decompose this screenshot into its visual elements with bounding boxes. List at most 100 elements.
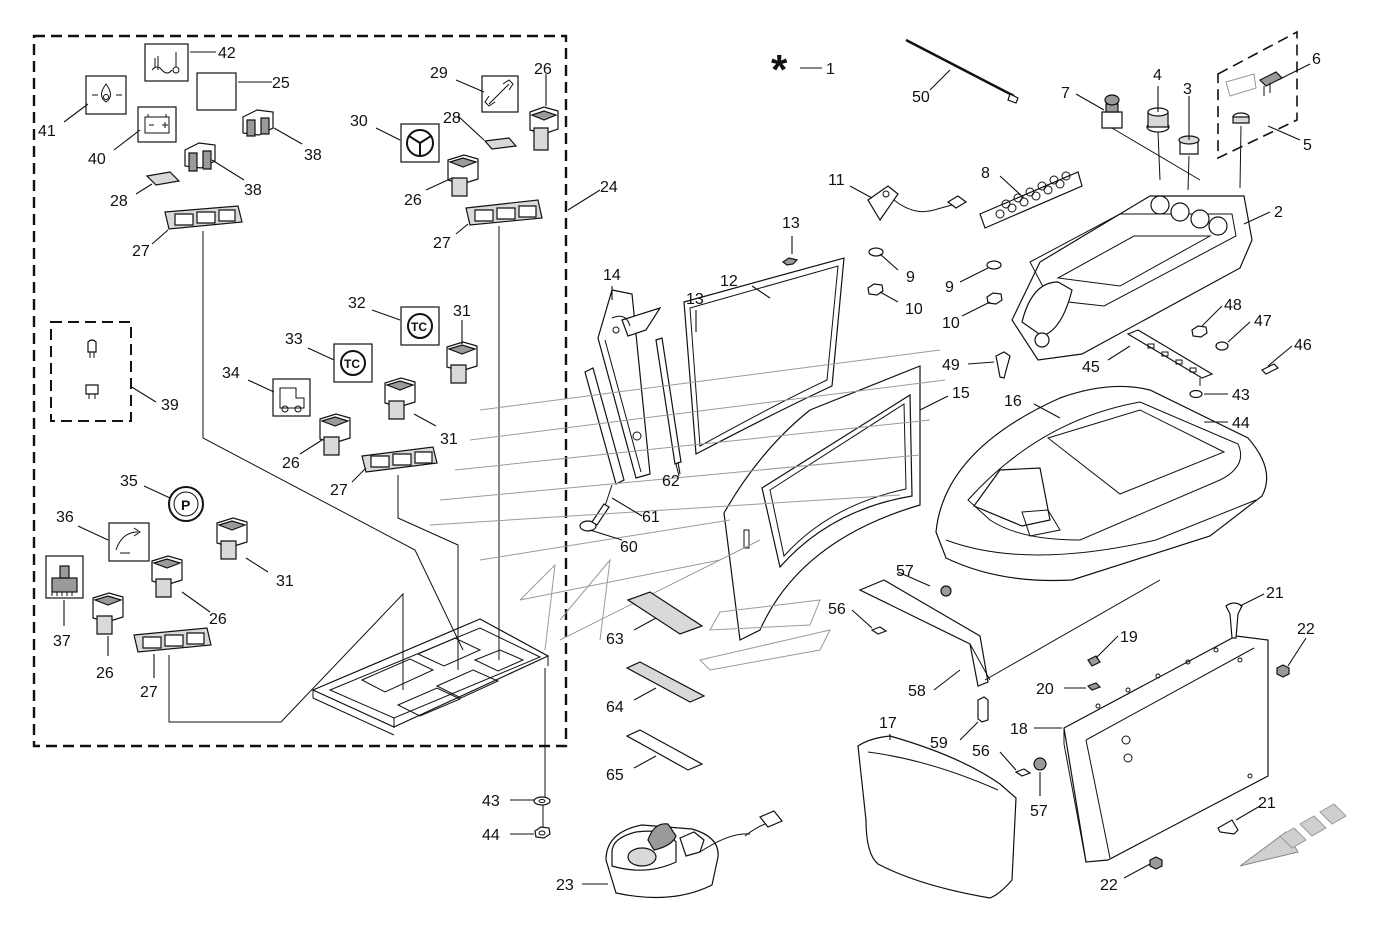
- washer-9a: [868, 247, 884, 257]
- callout-56b: 56: [972, 743, 990, 760]
- screw-56a: [870, 626, 888, 635]
- switch-panel-8: [979, 171, 1083, 229]
- traction-control-off-icon: TC: [333, 343, 373, 383]
- callout-5: 5: [1303, 137, 1312, 154]
- callout-26d: 26: [209, 611, 227, 628]
- callout-26c: 26: [282, 455, 300, 472]
- callout-17: 17: [879, 715, 897, 732]
- console-housing-2: [1011, 195, 1253, 361]
- callout-31c: 31: [276, 573, 294, 590]
- callout-28b: 28: [443, 110, 461, 127]
- relay-icon: [85, 384, 99, 399]
- rocker-switch-26a: [529, 106, 559, 151]
- callout-14: 14: [603, 267, 621, 284]
- side-panel-18: [1063, 635, 1269, 863]
- nut-44a: [534, 826, 551, 839]
- callout-23: 23: [556, 877, 574, 894]
- switch-frame-27c: [361, 446, 438, 473]
- wrench-icon: [481, 75, 519, 113]
- leader-frame-27c-to-panel: [397, 475, 459, 670]
- callout-24: 24: [600, 179, 618, 196]
- callout-4: 4: [1153, 67, 1162, 84]
- callout-22b: 22: [1100, 877, 1118, 894]
- washer-43a: [533, 796, 551, 806]
- rocker-switch-26b: [447, 154, 479, 197]
- callout-26b: 26: [404, 192, 422, 209]
- switch-frame-27a: [164, 205, 243, 230]
- window-panel-12: [683, 257, 845, 455]
- callout-27b: 27: [433, 235, 451, 252]
- callout-21a: 21: [1266, 585, 1284, 602]
- parking-brake-symbol-label: P: [181, 497, 190, 513]
- callout-58: 58: [908, 683, 926, 700]
- tc-symbol-label: TC: [411, 320, 427, 334]
- key-switch-7: [1101, 94, 1123, 129]
- screw-56b: [1014, 768, 1032, 777]
- ignition-key-6: [1232, 71, 1284, 124]
- callout-26e: 26: [96, 665, 114, 682]
- callout-3: 3: [1183, 81, 1192, 98]
- switch-frame-27b: [465, 199, 543, 226]
- reference-outlines: [429, 349, 946, 671]
- leader-frame-27a-to-panel: [202, 231, 464, 651]
- small-label-28b: [483, 137, 518, 150]
- callout-44b: 44: [1232, 415, 1250, 432]
- callout-50: 50: [912, 89, 930, 106]
- callout-29: 29: [430, 65, 448, 82]
- coolant-temperature-icon: [144, 43, 189, 82]
- nut-48: [1191, 325, 1208, 338]
- rocker-switch-26c: [319, 413, 351, 456]
- front-direction-arrow-icon: [1239, 803, 1347, 867]
- rotary-knob-4: [1146, 107, 1170, 133]
- attachment-icon: [272, 378, 311, 417]
- foam-pad-63: [626, 591, 704, 635]
- callout-49: 49: [942, 357, 960, 374]
- bolt-46: [1260, 363, 1280, 375]
- callout-1: 1: [826, 61, 835, 78]
- callout-60: 60: [620, 539, 638, 556]
- callout-65: 65: [606, 767, 624, 784]
- leader-58-to-16: [984, 579, 1161, 681]
- nut-10a: [867, 283, 884, 296]
- nut-22a: [1276, 664, 1290, 678]
- screw-19: [1087, 655, 1101, 667]
- callout-8: 8: [981, 165, 990, 182]
- callout-9a: 9: [906, 269, 915, 286]
- switch-frame-27d: [133, 627, 212, 653]
- callout-labels: 1 2 3 4 5 6 7 8 9 9 10 10 11 12 13 13 14…: [38, 45, 1321, 894]
- gas-strut-62: [655, 337, 682, 477]
- callout-59: 59: [930, 735, 948, 752]
- front-frame-15: [723, 365, 921, 641]
- leader-key-to-console: [1111, 125, 1242, 191]
- callout-13b: 13: [686, 291, 704, 308]
- leader-panel-to-43: [542, 668, 546, 835]
- sweeper-icon: [45, 555, 84, 599]
- callout-19: 19: [1120, 629, 1138, 646]
- bolt-21b: [1217, 819, 1239, 835]
- rocker-switch-31c: [216, 517, 248, 560]
- nut-22b: [1149, 856, 1163, 870]
- washer-47: [1215, 341, 1229, 351]
- bolt-60: [579, 503, 610, 532]
- seal-strip-64: [625, 661, 706, 703]
- callout-31a: 31: [453, 303, 471, 320]
- callout-20: 20: [1036, 681, 1054, 698]
- screw-59: [977, 696, 989, 723]
- bracket-45: [1126, 329, 1214, 386]
- callout-leader-lines: [63, 51, 1311, 885]
- callout-25: 25: [272, 75, 290, 92]
- callout-56a: 56: [828, 601, 846, 618]
- callout-36: 36: [56, 509, 74, 526]
- callout-43b: 43: [1232, 387, 1250, 404]
- battery-icon: [137, 106, 177, 143]
- callout-32: 32: [348, 295, 366, 312]
- hydraulic-icon: [108, 522, 150, 562]
- kit-boundary-39: [50, 321, 132, 422]
- callout-15: 15: [952, 385, 970, 402]
- seal-strip-65: [625, 729, 704, 771]
- switch-panel-plate: [311, 618, 550, 736]
- callout-9b: 9: [945, 279, 954, 296]
- tc-off-symbol-label: TC: [344, 357, 360, 371]
